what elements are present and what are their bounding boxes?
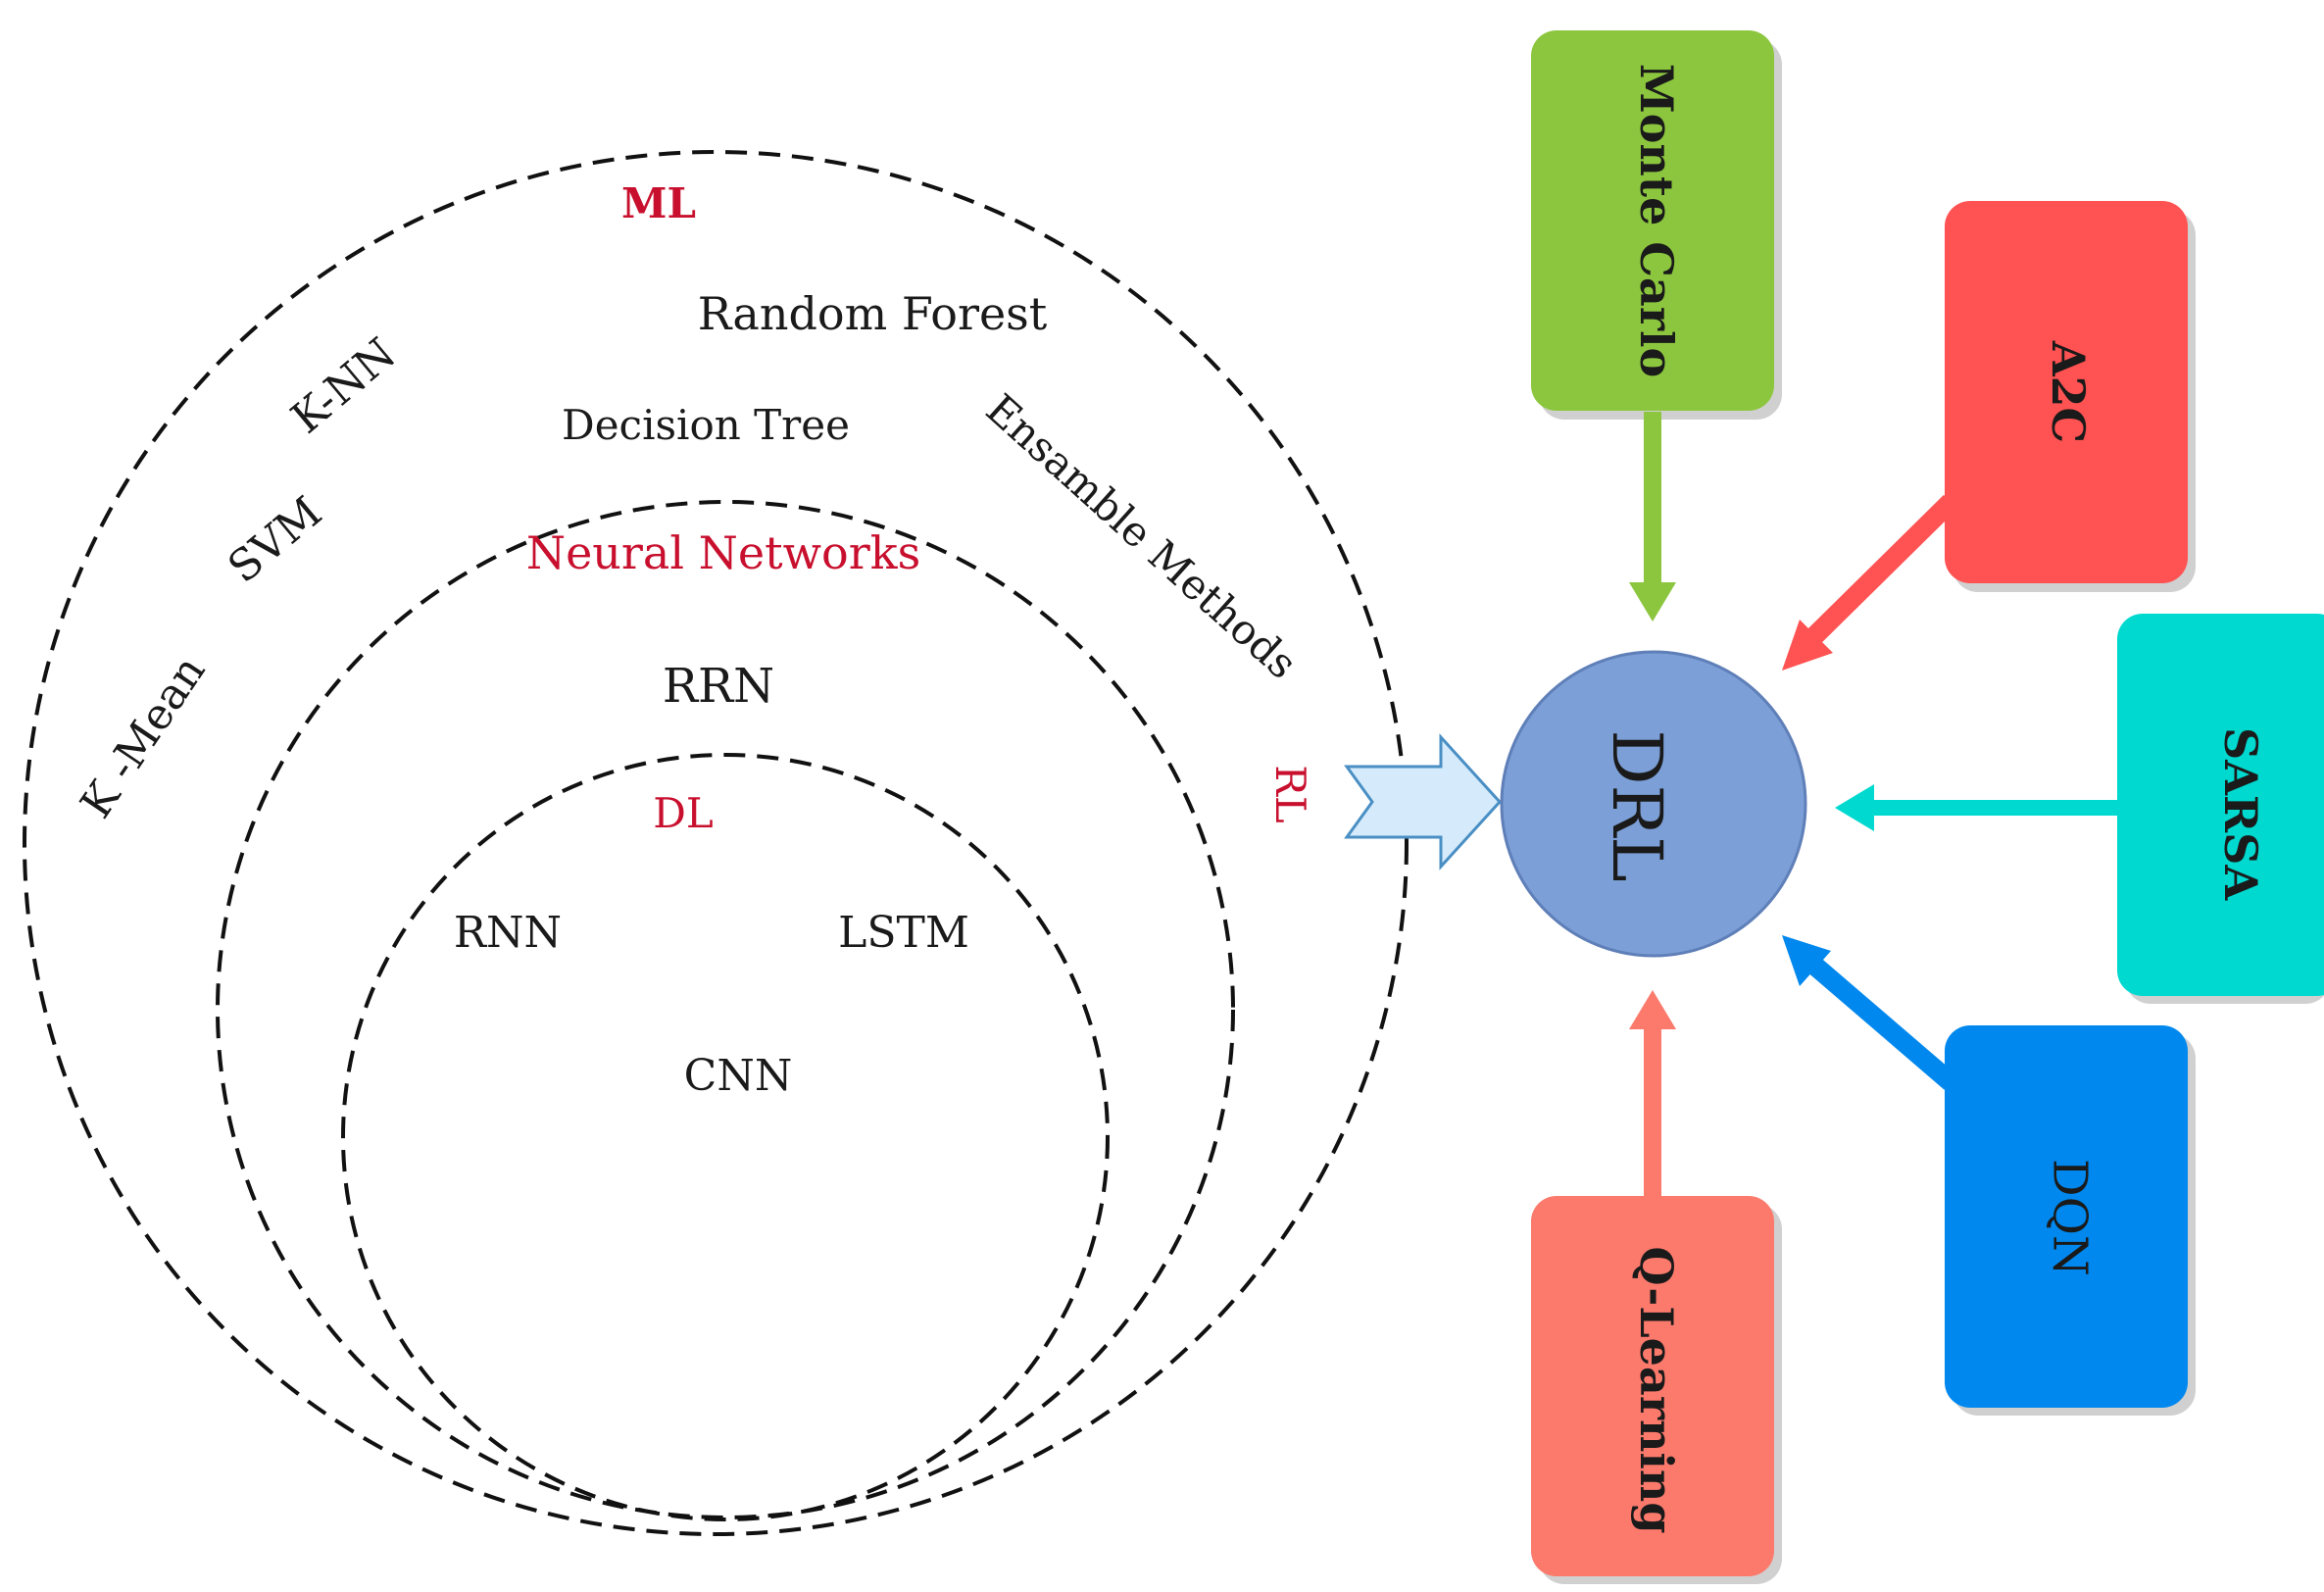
decision-tree-label: Decision Tree — [562, 401, 850, 449]
dqn-box — [1945, 1025, 2188, 1408]
ml-to-drl-arrow — [1344, 733, 1503, 871]
monte-carlo-label: Monte Carlo — [1630, 64, 1683, 377]
ml-circle — [23, 150, 1409, 1536]
ensemble-methods-label: Ensamble Methods — [977, 384, 1307, 688]
dl-circle — [341, 753, 1110, 1521]
dqn-node: DQN — [1945, 1025, 2196, 1416]
rnn-label: RNN — [454, 908, 562, 958]
random-forest-label: Random Forest — [698, 287, 1048, 340]
svm-label: SVM — [219, 487, 331, 593]
neural-networks-title: Neural Networks — [526, 526, 920, 579]
knn-label: K-NN — [282, 328, 406, 443]
sarsa-label: SARSA — [2214, 727, 2267, 901]
q-learning-node: Q-Learning — [1531, 1196, 1782, 1584]
q-learning-label: Q-Learning — [1630, 1246, 1683, 1533]
a2c-label: A2C — [2042, 340, 2095, 443]
kmean-label: K -Mean — [71, 647, 215, 827]
ml-venn-group — [23, 150, 1409, 1536]
drl-label: DRL — [1597, 729, 1677, 881]
a2c-arrow — [1782, 494, 1958, 671]
monte-carlo-box — [1531, 30, 1774, 411]
dl-title: DL — [653, 789, 714, 837]
sarsa-arrow — [1835, 784, 2119, 831]
rrn-label: RRN — [663, 659, 774, 714]
q-learning-box — [1531, 1196, 1774, 1576]
cnn-label: CNN — [684, 1051, 793, 1101]
q-learning-arrow — [1629, 990, 1676, 1200]
monte-carlo-arrow — [1629, 412, 1676, 622]
dqn-label: DQN — [2043, 1159, 2098, 1276]
dqn-arrow — [1782, 935, 1957, 1090]
sarsa-node: SARSA — [2117, 614, 2324, 1004]
lstm-label: LSTM — [838, 908, 969, 958]
rl-label: RL — [1266, 765, 1314, 823]
sarsa-box — [2117, 614, 2324, 996]
drl-circle — [1500, 650, 1807, 958]
a2c-box — [1945, 201, 2188, 583]
neural-networks-circle — [216, 500, 1235, 1519]
ml-title: ML — [621, 179, 696, 227]
a2c-node: A2C — [1945, 201, 2196, 592]
monte-carlo-node: Monte Carlo — [1531, 30, 1782, 420]
